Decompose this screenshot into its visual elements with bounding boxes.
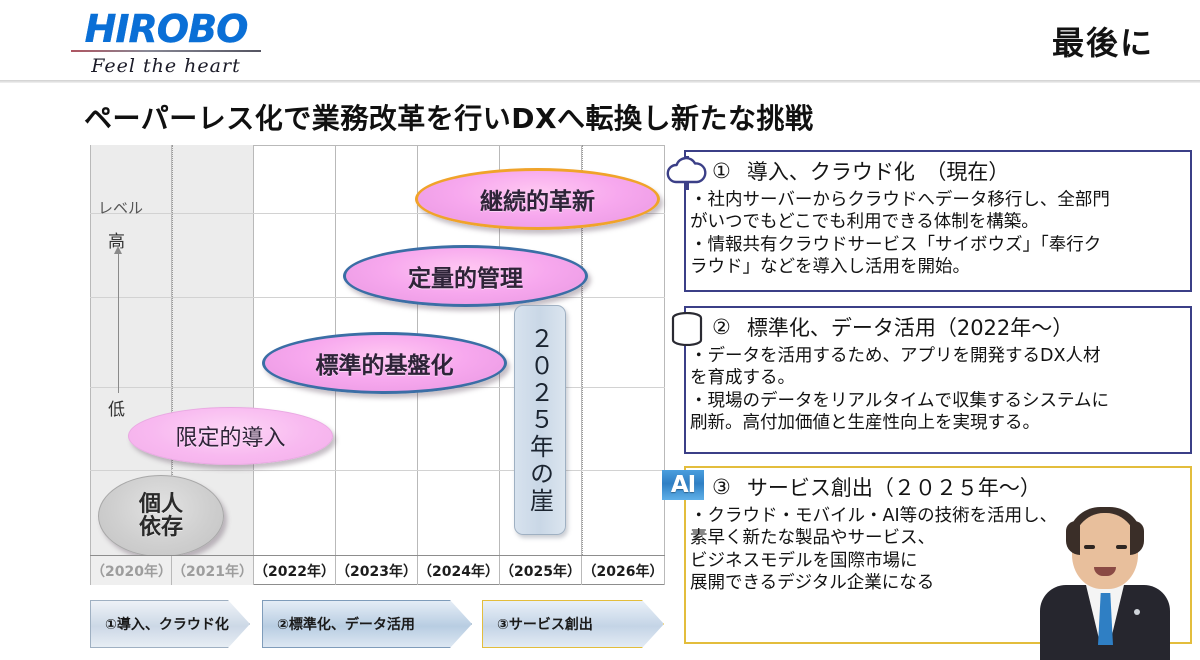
- level-low-label: 低: [108, 400, 125, 420]
- page-title: ペーパーレス化で業務改革を行いDXへ転換し新たな挑戦: [84, 102, 814, 135]
- level-axis-arrow: [114, 246, 122, 393]
- year-label-2020: （2020年）: [90, 556, 172, 585]
- chart-row-line-4: [90, 470, 665, 471]
- chart-dotted-sep-1: [172, 145, 173, 555]
- cliff-2025-callout: ２０２５年の崖: [514, 305, 566, 535]
- presenter-mouth: [1094, 567, 1116, 576]
- phase-panel-3-line-4: 展開できるデジタル企業になる: [690, 573, 935, 594]
- chevron-phase-1[interactable]: ①導入、クラウド化: [90, 600, 250, 648]
- phase-panel-3-line-2: 素早く新たな製品やサービス、: [690, 528, 935, 549]
- year-label-2025: （2025年）: [500, 556, 582, 585]
- level-axis-label: レベル: [98, 199, 144, 217]
- phase-panel-2-line-2: を育成する。: [690, 368, 795, 389]
- phase-panel-1-number: ①: [712, 159, 731, 183]
- logo-wordmark: HIROBO: [84, 7, 248, 51]
- phase-panel-2-number: ②: [712, 315, 731, 339]
- chart-row-line-1: [90, 213, 665, 214]
- year-label-2021: （2021年）: [172, 556, 254, 585]
- phase-panel-1-heading: ① 導入、クラウド化 （現在）: [686, 152, 1190, 188]
- presenter-face: [1072, 513, 1138, 589]
- chart-col-2025: [500, 145, 582, 555]
- chevron-phase-2[interactable]: ②標準化、データ活用: [262, 600, 472, 648]
- phase-panel-1-body: ・社内サーバーからクラウドへデータ移行し、全部門 がいつでもどこでも利用できる体…: [686, 188, 1190, 279]
- phase-panel-3-line-3: ビジネスモデルを国際市場に: [690, 550, 918, 571]
- presenter-lapel-pin: [1134, 609, 1140, 615]
- chart-col-2026: [582, 145, 665, 555]
- phase-panel-1-line-2: がいつでもどこでも利用できる体制を構築。: [690, 212, 1039, 233]
- presenter-hair-left: [1066, 521, 1080, 555]
- phase-panel-1-line-3: ・情報共有クラウドサービス「サイボウズ」「奉行ク: [690, 234, 1102, 255]
- year-label-2024: （2024年）: [418, 556, 500, 585]
- logo-tagline: Feel the heart: [91, 55, 241, 77]
- phase-panel-3-body: ・クラウド・モバイル・AI等の技術を活用し、 素早く新たな製品やサービス、 ビジ…: [686, 504, 1190, 595]
- ai-badge-icon: AI: [662, 470, 704, 500]
- presenter-hair-right: [1130, 521, 1144, 555]
- phase-panel-1-line-1: ・社内サーバーからクラウドへデータ移行し、全部門: [690, 190, 1110, 210]
- stage-ellipse-standard-platform: 標準的基盤化: [262, 332, 507, 394]
- phase-panel-2-line-4: 刷新。高付加価値と生産性向上を実現する。: [690, 413, 1040, 434]
- phase-panel-2-heading: ② 標準化、データ活用（2022年〜）: [686, 308, 1190, 344]
- stage-ellipse-limited-adoption: 限定的導入: [128, 407, 333, 465]
- year-label-2026: （2026年）: [582, 556, 665, 585]
- stage-ellipse-continuous-innovation: 継続的革新: [415, 168, 660, 230]
- phase-chevron-bar: ①導入、クラウド化 ②標準化、データ活用 ③サービス創出: [90, 600, 670, 650]
- chart-col-2024: [418, 145, 500, 555]
- presenter-video-overlay: [1030, 505, 1180, 660]
- header-title: 最後に: [1051, 24, 1154, 62]
- phase-panel-3-number: ③: [712, 475, 731, 499]
- chart-dotted-sep-2: [582, 145, 583, 555]
- phase-panel-2-body: ・データを活用するため、アプリを開発するDX人材 を育成する。 ・現場のデータを…: [686, 344, 1190, 435]
- stage-label-line-2: 依存: [138, 515, 183, 540]
- database-icon: [666, 311, 708, 347]
- phase-panel-2-line-3: ・現場のデータをリアルタイムで収集するシステムに: [690, 390, 1109, 411]
- phase-panel-2: ② 標準化、データ活用（2022年〜） ・データを活用するため、アプリを開発する…: [671, 306, 1192, 454]
- hirobo-logo: HIROBO Feel the heart: [66, 7, 266, 77]
- phase-panel-1-line-4: ラウド」などを導入し活用を開始。: [690, 257, 970, 278]
- stage-ellipse-individual-dependence: 個人 依存: [98, 475, 224, 557]
- presenter-eye-left: [1084, 545, 1095, 549]
- phase-panel-3-title: サービス創出（２０２５年〜）: [746, 476, 1041, 500]
- page-header: HIROBO Feel the heart 最後に: [0, 0, 1200, 83]
- phase-panel-2-line-1: ・データを活用するため、アプリを開発するDX人材: [690, 346, 1101, 366]
- cloud-icon: [666, 156, 708, 190]
- phase-panel-3-line-1: ・クラウド・モバイル・AI等の技術を活用し、: [690, 506, 1058, 526]
- chart-top-border: [90, 145, 665, 146]
- phase-panel-1-title: 導入、クラウド化 （現在）: [746, 160, 1010, 184]
- phase-panel-2-title: 標準化、データ活用（2022年〜）: [746, 316, 1074, 340]
- maturity-timeline-chart: レベル 高 低 継続的革新 定量的管理 標準的基盤化 限定的導入 個人 依存 ２…: [90, 145, 665, 585]
- presenter-tie: [1098, 593, 1113, 645]
- phase-panel-3-heading: ③ サービス創出（２０２５年〜）: [686, 468, 1190, 504]
- presenter-eye-right: [1116, 545, 1127, 549]
- chevron-phase-3[interactable]: ③サービス創出: [482, 600, 664, 648]
- year-label-2022: （2022年）: [254, 556, 336, 585]
- phase-panel-1: ① 導入、クラウド化 （現在） ・社内サーバーからクラウドへデータ移行し、全部門…: [666, 150, 1192, 292]
- header-divider: [0, 80, 1200, 83]
- stage-ellipse-quantitative-management: 定量的管理: [343, 245, 588, 307]
- stage-label-line-1: 個人: [138, 491, 183, 517]
- logo-divider: [71, 50, 261, 52]
- year-label-2023: （2023年）: [336, 556, 418, 585]
- chart-year-axis: （2020年） （2021年） （2022年） （2023年） （2024年） …: [90, 555, 665, 585]
